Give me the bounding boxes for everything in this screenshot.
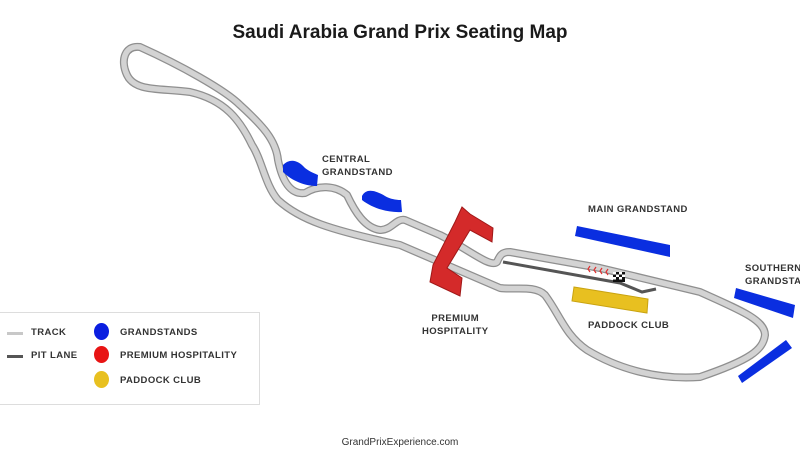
label-line: SOUTHERN (745, 263, 800, 274)
legend-grandstands: GRANDSTANDS (120, 327, 198, 338)
paddock-club-building (571, 286, 649, 314)
grid-marks (587, 265, 609, 276)
paddock-club-label: PADDOCK CLUB (588, 320, 670, 331)
grandstands-swatch (94, 323, 109, 340)
premium-hospitality-label: PREMIUM HOSPITALITY (422, 312, 489, 338)
paddock-club-swatch (94, 371, 109, 388)
legend-track: TRACK (31, 327, 67, 338)
southern-grandstand (734, 288, 795, 318)
premium-hospitality-building (429, 206, 494, 297)
label-line: CENTRAL (322, 154, 371, 165)
southern-grandstand-label: SOUTHERN GRANDSTAND (745, 262, 800, 288)
pit-lane-swatch (7, 355, 23, 358)
track-swatch (7, 332, 23, 335)
track-surface (121, 44, 768, 381)
page-title: Saudi Arabia Grand Prix Seating Map (232, 22, 568, 43)
label-line: GRANDSTAND (322, 167, 393, 178)
legend-paddock-club: PADDOCK CLUB (120, 375, 202, 386)
legend-premium-hospitality: PREMIUM HOSPITALITY (120, 350, 238, 361)
label-line: GRANDSTAND (745, 276, 800, 287)
label-line: PREMIUM (431, 313, 480, 324)
footer-credit: GrandPrixExperience.com (341, 437, 459, 448)
central-grandstand-2 (362, 190, 402, 213)
premium-hospitality-swatch (94, 346, 109, 363)
legend: TRACK PIT LANE GRANDSTANDS PREMIUM HOSPI… (0, 312, 260, 405)
main-grandstand (575, 226, 670, 257)
central-grandstand-label: CENTRAL GRANDSTAND (322, 153, 393, 179)
southern-grandstand-lower (738, 340, 792, 383)
pit-lane (502, 260, 657, 294)
label-line: HOSPITALITY (422, 326, 489, 337)
start-finish-flag-icon (613, 272, 625, 282)
central-grandstand-1 (283, 160, 318, 186)
legend-pit-lane: PIT LANE (31, 350, 78, 361)
main-grandstand-label: MAIN GRANDSTAND (588, 204, 688, 215)
